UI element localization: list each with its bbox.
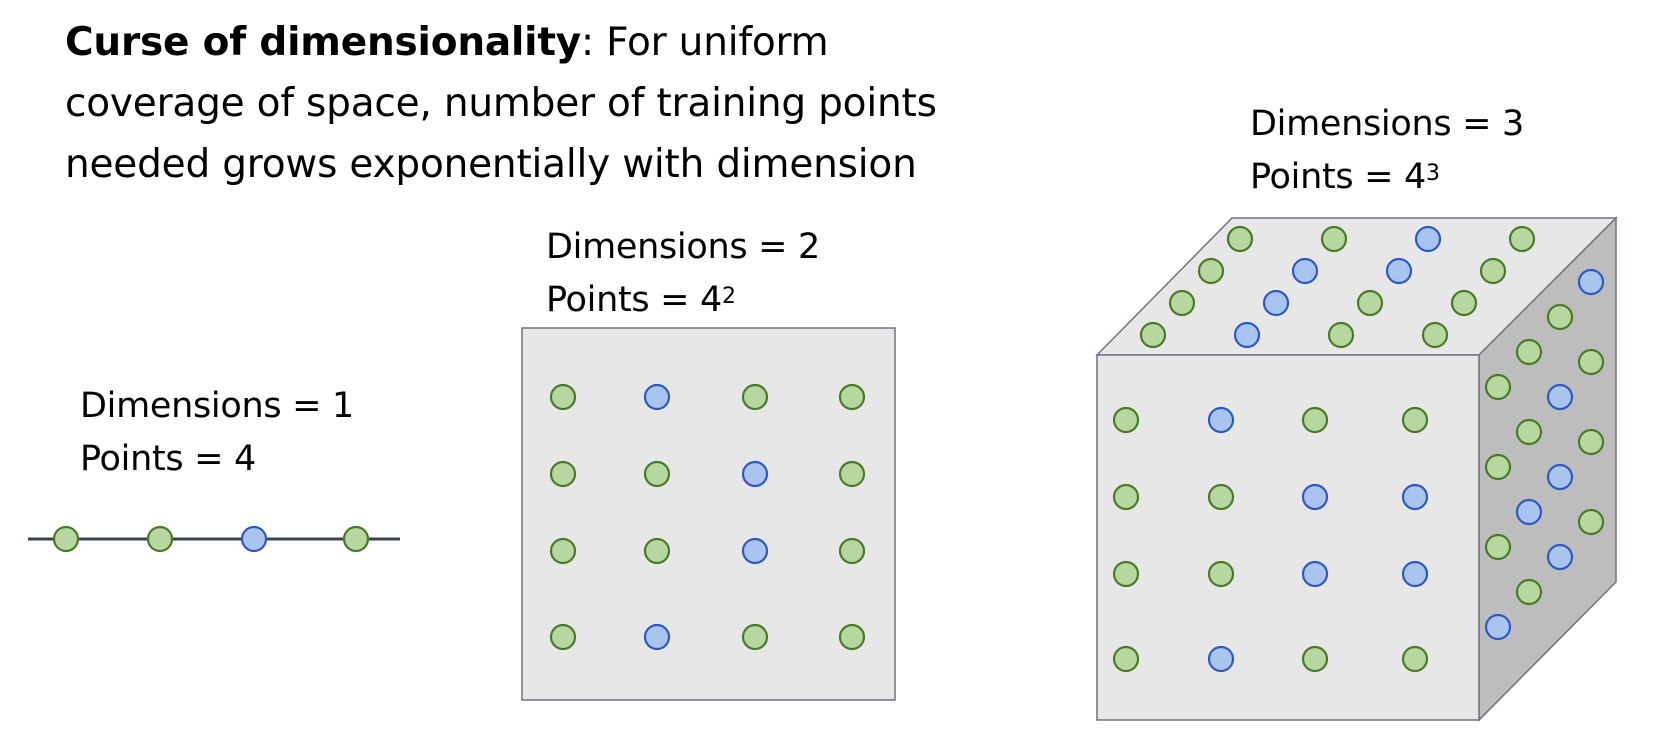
point-3d-front-green xyxy=(1301,406,1329,434)
point-3d-front-green xyxy=(1207,560,1235,588)
point-3d-top-green xyxy=(1356,289,1384,317)
point-3d-top-green xyxy=(1327,321,1355,349)
point-3d-side-blue xyxy=(1515,498,1543,526)
panel-2d-points-line: Points = 42 xyxy=(546,274,820,327)
point-2d-green xyxy=(643,537,671,565)
point-2d-green xyxy=(838,537,866,565)
headline-rest: : For uniform xyxy=(581,20,829,65)
point-2d-green xyxy=(643,460,671,488)
panel-1d xyxy=(28,525,400,553)
point-2d-blue xyxy=(643,383,671,411)
point-3d-front-green xyxy=(1112,483,1140,511)
point-3d-side-blue xyxy=(1546,543,1574,571)
point-2d-green xyxy=(741,623,769,651)
headline-line2: coverage of space, number of training po… xyxy=(65,81,937,126)
panel-3d xyxy=(1095,216,1618,722)
point-3d-front-green xyxy=(1112,645,1140,673)
point-3d-top-green xyxy=(1479,257,1507,285)
point-3d-front-green xyxy=(1301,645,1329,673)
point-3d-top-green xyxy=(1508,225,1536,253)
panel-2d xyxy=(521,327,896,701)
point-3d-front-blue xyxy=(1301,483,1329,511)
point-2d-blue xyxy=(741,460,769,488)
point-3d-side-green xyxy=(1484,373,1512,401)
point-1d-green xyxy=(52,525,80,553)
point-3d-front-blue xyxy=(1207,406,1235,434)
point-2d-green xyxy=(549,383,577,411)
point-3d-top-green xyxy=(1320,225,1348,253)
points-3d xyxy=(1112,225,1605,673)
point-3d-front-blue xyxy=(1401,560,1429,588)
panel-1d-points: Points = 4 xyxy=(80,439,256,479)
panel-1d-dimensions: Dimensions = 1 xyxy=(80,386,354,426)
point-3d-top-green xyxy=(1226,225,1254,253)
point-2d-green xyxy=(741,383,769,411)
point-3d-top-green xyxy=(1197,257,1225,285)
point-3d-top-green xyxy=(1450,289,1478,317)
point-1d-green xyxy=(342,525,370,553)
point-2d-blue xyxy=(741,537,769,565)
point-2d-blue xyxy=(643,623,671,651)
point-2d-green xyxy=(838,460,866,488)
point-3d-front-blue xyxy=(1401,483,1429,511)
point-3d-top-blue xyxy=(1385,257,1413,285)
point-2d-green xyxy=(549,537,577,565)
point-3d-front-blue xyxy=(1207,645,1235,673)
point-3d-side-green xyxy=(1484,453,1512,481)
square-2d xyxy=(521,327,896,701)
panel-2d-dimensions: Dimensions = 2 xyxy=(546,227,820,267)
panel-2d-label: Dimensions = 2 Points = 42 xyxy=(546,221,820,327)
point-3d-side-green xyxy=(1546,303,1574,331)
point-3d-top-blue xyxy=(1262,289,1290,317)
panel-3d-label: Dimensions = 3 Points = 43 xyxy=(1250,98,1524,204)
point-1d-blue xyxy=(240,525,268,553)
point-3d-top-green xyxy=(1139,321,1167,349)
point-3d-top-blue xyxy=(1291,257,1319,285)
point-3d-front-green xyxy=(1401,645,1429,673)
point-3d-side-green xyxy=(1515,578,1543,606)
point-3d-front-green xyxy=(1112,406,1140,434)
panel-1d-label: Dimensions = 1 Points = 4 xyxy=(80,380,354,486)
point-2d-green xyxy=(549,623,577,651)
point-3d-front-green xyxy=(1207,483,1235,511)
point-3d-front-green xyxy=(1112,560,1140,588)
panel-3d-exponent: 3 xyxy=(1425,161,1440,186)
panel-2d-points: Points = 4 xyxy=(546,280,722,320)
headline-bold: Curse of dimensionality xyxy=(65,20,581,65)
panel-3d-dimensions: Dimensions = 3 xyxy=(1250,104,1524,144)
point-3d-side-green xyxy=(1577,348,1605,376)
headline: Curse of dimensionality: For uniform cov… xyxy=(65,12,937,195)
point-3d-side-blue xyxy=(1546,463,1574,491)
point-3d-top-blue xyxy=(1414,225,1442,253)
point-3d-side-blue xyxy=(1546,383,1574,411)
point-3d-side-green xyxy=(1577,508,1605,536)
points-1d xyxy=(52,525,370,553)
panel-2d-exponent: 2 xyxy=(721,284,736,309)
point-3d-side-green xyxy=(1484,533,1512,561)
point-2d-green xyxy=(838,383,866,411)
point-3d-side-green xyxy=(1515,418,1543,446)
point-3d-front-green xyxy=(1401,406,1429,434)
point-3d-side-green xyxy=(1515,338,1543,366)
headline-line3: needed grows exponentially with dimensio… xyxy=(65,142,917,187)
point-3d-top-blue xyxy=(1233,321,1261,349)
point-3d-top-green xyxy=(1421,321,1449,349)
point-1d-green xyxy=(146,525,174,553)
point-3d-side-blue xyxy=(1484,613,1512,641)
panel-3d-points: Points = 4 xyxy=(1250,157,1426,197)
point-3d-side-blue xyxy=(1577,268,1605,296)
panel-3d-points-line: Points = 43 xyxy=(1250,151,1524,204)
point-3d-front-blue xyxy=(1301,560,1329,588)
point-2d-green xyxy=(549,460,577,488)
point-2d-green xyxy=(838,623,866,651)
point-3d-side-green xyxy=(1577,428,1605,456)
points-2d xyxy=(549,383,866,651)
point-3d-top-green xyxy=(1168,289,1196,317)
